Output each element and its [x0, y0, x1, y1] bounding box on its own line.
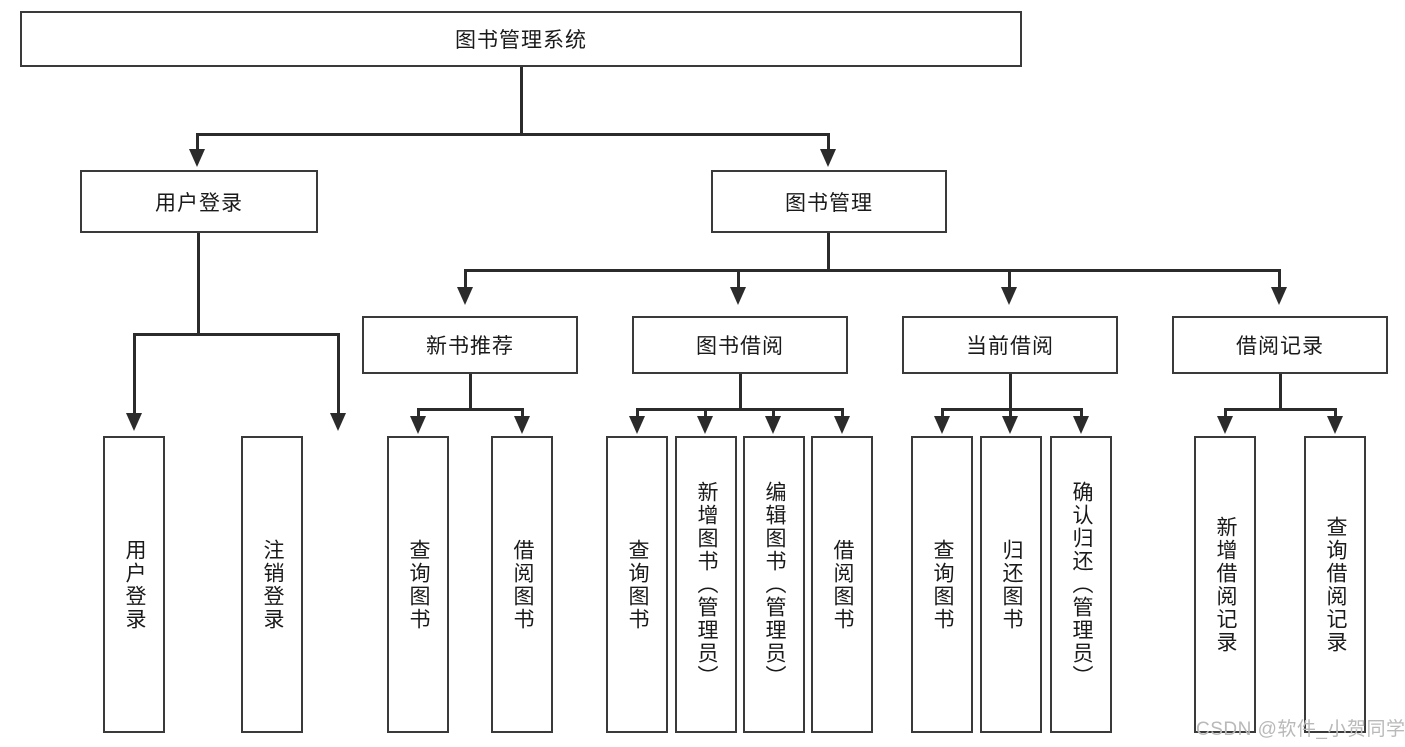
node-label: 借阅记录: [1236, 335, 1324, 358]
edge-user-login-stem: [197, 233, 200, 335]
node-new-book-recommend[interactable]: 新书推荐: [362, 316, 578, 374]
edge-book-manage-stem: [827, 233, 830, 271]
node-label: 查询图书: [931, 538, 955, 631]
edge-nbr-bus: [417, 408, 524, 411]
node-label: 借阅图书: [511, 538, 535, 631]
arrow-to-leaf-query-book-2: [629, 416, 645, 434]
arrow-to-leaf-borrow-book-2: [834, 416, 850, 434]
edge-cb-drop-1: [941, 408, 944, 418]
arrow-to-leaf-add-book: [697, 416, 713, 434]
arrow-to-user-login: [189, 149, 205, 167]
edge-nbr-stem: [469, 374, 472, 410]
edge-br-stem: [1279, 374, 1282, 410]
leaf-logout-login[interactable]: 注销登录: [241, 436, 303, 733]
node-label: 新增图书（管理员）: [695, 481, 719, 688]
edge-cb-bus: [941, 408, 1083, 411]
node-current-borrow[interactable]: 当前借阅: [902, 316, 1118, 374]
arrow-to-leaf-query-book-1: [410, 416, 426, 434]
node-label: 查询图书: [626, 538, 650, 631]
arrow-to-current-borrow: [1001, 287, 1017, 305]
edge-nbr-drop-2: [521, 408, 524, 418]
arrow-to-book-borrow: [730, 287, 746, 305]
edge-level3-bus: [464, 269, 1281, 272]
node-book-borrow[interactable]: 图书借阅: [632, 316, 848, 374]
arrow-to-leaf-return-book: [1002, 416, 1018, 434]
edge-br-drop-1: [1224, 408, 1227, 418]
leaf-edit-book[interactable]: 编辑图书（管理员）: [743, 436, 805, 733]
node-label: 图书管理: [785, 191, 873, 215]
arrow-to-leaf-query-record: [1327, 416, 1343, 434]
edge-bb-stem: [739, 374, 742, 410]
arrow-to-leaf-borrow-book-1: [514, 416, 530, 434]
leaf-query-record[interactable]: 查询借阅记录: [1304, 436, 1366, 733]
edge-level3-drop-4: [1278, 269, 1281, 289]
edge-level3-drop-3: [1008, 269, 1011, 289]
edge-br-bus: [1224, 408, 1337, 411]
node-label: 注销登录: [261, 538, 285, 631]
node-label: 查询图书: [407, 538, 431, 631]
arrow-to-book-manage: [820, 149, 836, 167]
leaf-query-book-2[interactable]: 查询图书: [606, 436, 668, 733]
edge-nbr-drop-1: [417, 408, 420, 418]
leaf-return-book[interactable]: 归还图书: [980, 436, 1042, 733]
node-label: 当前借阅: [966, 335, 1054, 358]
edge-bb-bus: [636, 408, 844, 411]
arrow-to-leaf-edit-book: [765, 416, 781, 434]
edge-br-drop-2: [1334, 408, 1337, 418]
edge-level3-drop-1: [464, 269, 467, 289]
leaf-add-book[interactable]: 新增图书（管理员）: [675, 436, 737, 733]
node-borrow-record[interactable]: 借阅记录: [1172, 316, 1388, 374]
edge-root-drop-left: [196, 133, 199, 151]
leaf-confirm-return[interactable]: 确认归还（管理员）: [1050, 436, 1112, 733]
node-label: 用户登录: [123, 538, 147, 631]
edge-cb-stem: [1009, 374, 1012, 410]
arrow-to-leaf-query-book-3: [934, 416, 950, 434]
node-label: 查询借阅记录: [1324, 515, 1348, 654]
edge-root-drop-right: [827, 133, 830, 151]
edge-user-login-bus: [133, 333, 340, 336]
node-label: 借阅图书: [831, 538, 855, 631]
edge-cb-drop-2: [1009, 408, 1012, 418]
edge-root-bus: [196, 133, 830, 136]
edge-user-login-drop-2: [337, 333, 340, 415]
edge-root-stem: [520, 67, 523, 135]
node-label: 图书管理系统: [455, 29, 587, 52]
leaf-query-book-3[interactable]: 查询图书: [911, 436, 973, 733]
arrow-to-leaf-confirm-return: [1073, 416, 1089, 434]
edge-bb-drop-1: [636, 408, 639, 418]
watermark-text: CSDN @软件_小贺同学: [1196, 719, 1405, 740]
arrow-to-new-book-recommend: [457, 287, 473, 305]
edge-bb-drop-2: [704, 408, 707, 418]
node-user-login[interactable]: 用户登录: [80, 170, 318, 233]
node-label: 归还图书: [1000, 538, 1024, 631]
node-book-manage[interactable]: 图书管理: [711, 170, 947, 233]
edge-cb-drop-3: [1080, 408, 1083, 418]
arrow-to-leaf-user-login: [126, 413, 142, 431]
node-label: 图书借阅: [696, 335, 784, 358]
leaf-user-login[interactable]: 用户登录: [103, 436, 165, 733]
node-root-system[interactable]: 图书管理系统: [20, 11, 1022, 67]
node-label: 用户登录: [155, 191, 243, 215]
edge-level3-drop-2: [737, 269, 740, 289]
node-label: 新增借阅记录: [1214, 515, 1238, 654]
arrow-to-borrow-record: [1271, 287, 1287, 305]
edge-bb-drop-4: [841, 408, 844, 418]
leaf-borrow-book-2[interactable]: 借阅图书: [811, 436, 873, 733]
edge-bb-drop-3: [772, 408, 775, 418]
leaf-query-book-1[interactable]: 查询图书: [387, 436, 449, 733]
leaf-borrow-book-1[interactable]: 借阅图书: [491, 436, 553, 733]
leaf-add-record[interactable]: 新增借阅记录: [1194, 436, 1256, 733]
edge-user-login-drop-1: [133, 333, 136, 415]
arrow-to-leaf-logout-login: [330, 413, 346, 431]
node-label: 新书推荐: [426, 335, 514, 358]
node-label: 编辑图书（管理员）: [763, 481, 787, 688]
node-label: 确认归还（管理员）: [1070, 481, 1094, 688]
arrow-to-leaf-add-record: [1217, 416, 1233, 434]
